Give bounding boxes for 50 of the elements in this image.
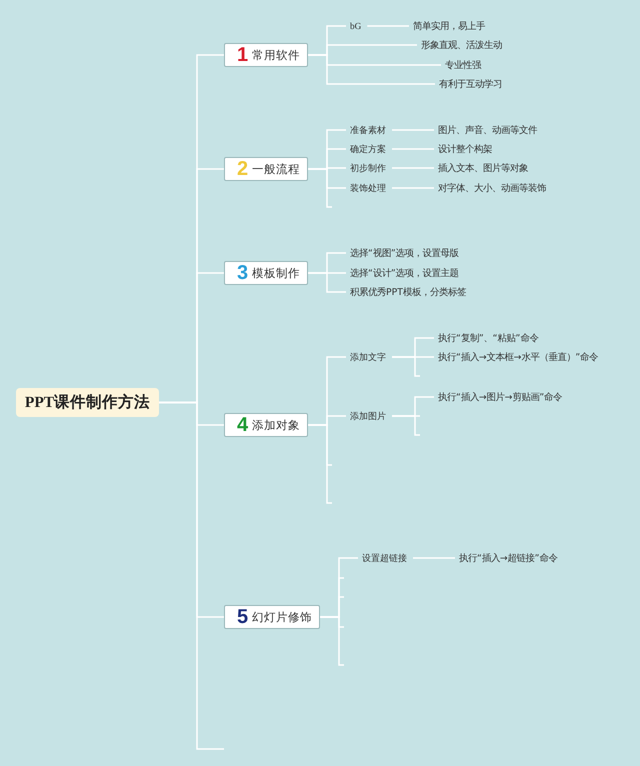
connector-line (392, 148, 434, 150)
branch-label: 设置超链接 (362, 552, 407, 564)
connector-line (308, 424, 332, 504)
topic-number: 1 (237, 45, 248, 65)
topic-number: 5 (237, 607, 248, 627)
connector-line (392, 129, 434, 131)
description-text: 选择“设计”选项，设置主题 (350, 268, 459, 278)
description-text: 图片、声音、动画等文件 (438, 124, 537, 136)
branch-label: 初步制作 (350, 162, 386, 174)
branch-label: 装饰处理 (350, 182, 386, 194)
description-text: 执行“插入→超链接”命令 (459, 552, 558, 564)
description-text: 对字体、大小、动画等装饰 (438, 182, 546, 194)
topic-number: 4 (237, 415, 248, 435)
branch-label: 准备素材 (350, 124, 386, 136)
branch-label: bG (350, 20, 362, 32)
branch-label: 确定方案 (350, 144, 386, 154)
topic-number: 3 (237, 263, 248, 283)
description-text: 有利于互动学习 (439, 78, 502, 90)
description-text: 专业性强 (445, 60, 481, 70)
description-text: 执行“插入→图片→剪贴画”命令 (438, 392, 562, 402)
connector-line (413, 557, 455, 559)
description-text: 形象直观、活泼生动 (421, 40, 502, 50)
topic-number: 2 (237, 159, 248, 179)
topic-label: 添加对象 (252, 418, 300, 432)
topic-box (224, 261, 308, 285)
description-text: 执行“复制”、“粘贴”命令 (438, 332, 538, 344)
connector-line (367, 25, 409, 27)
connector-line (392, 415, 420, 436)
description-text: 积累优秀PPT模板，分类标签 (350, 286, 466, 298)
description-text: 插入文本、图片等对象 (438, 162, 528, 174)
connector-line (392, 167, 434, 169)
topic-box (224, 605, 320, 629)
branch-label: 添加文字 (350, 352, 386, 362)
topic-label: 常用软件 (252, 48, 300, 62)
description-text: 执行“插入→文本框→水平（垂直）”命令 (438, 352, 598, 362)
branch-label: 添加图片 (350, 410, 386, 422)
connector-line (308, 272, 346, 293)
description-text: 简单实用，易上手 (413, 20, 485, 32)
topic-label: 模板制作 (252, 266, 300, 280)
topic-box (224, 413, 308, 437)
description-text: 选择“视图”选项，设置母版 (350, 248, 459, 258)
topic-box (224, 157, 308, 181)
topic-label: 幻灯片修饰 (252, 610, 312, 624)
topic-label: 一般流程 (252, 162, 300, 176)
connector-line (320, 616, 344, 666)
connector-line (392, 356, 420, 377)
topic-box (224, 43, 308, 67)
description-text: 设计整个构架 (438, 144, 492, 154)
connector-line (392, 187, 434, 189)
root-topic: PPT课件制作方法 (16, 388, 159, 417)
